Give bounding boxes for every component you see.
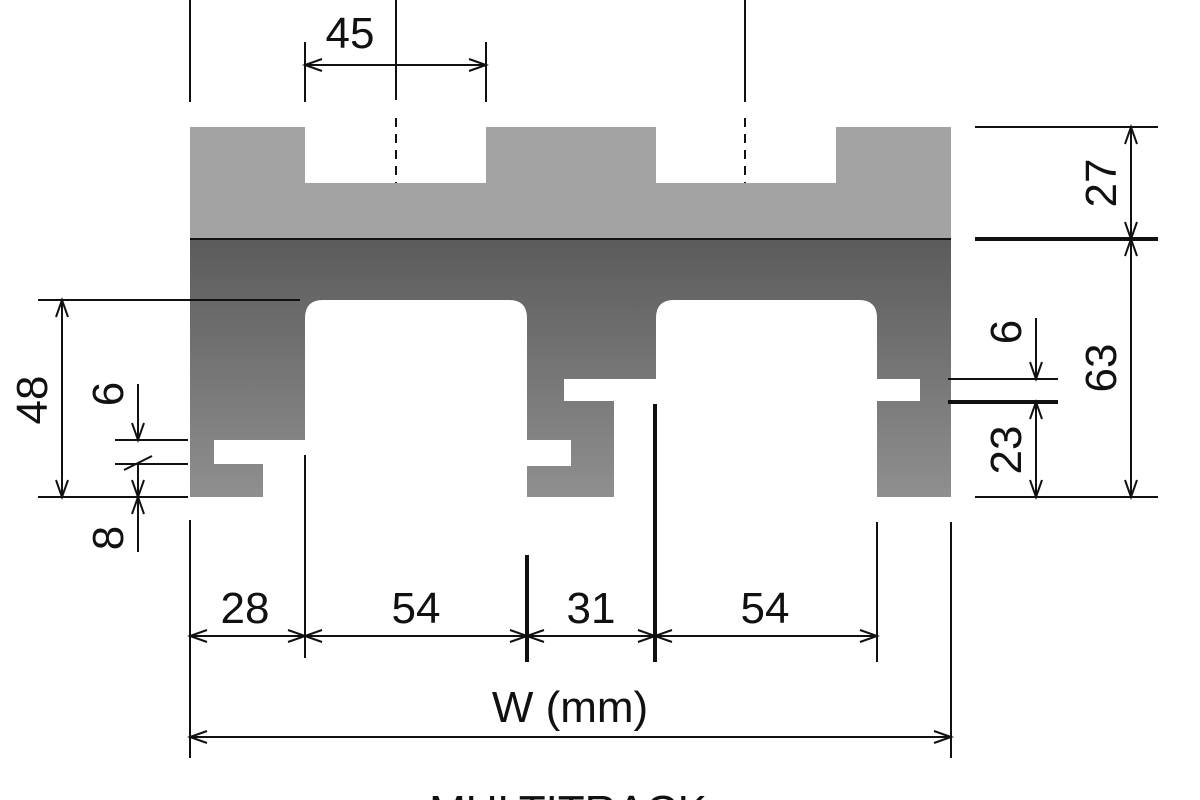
lower-body bbox=[190, 239, 951, 497]
dim-seg-1: 28 bbox=[221, 584, 270, 633]
dim-left-hook-gap: 6 bbox=[84, 382, 133, 406]
dim-left-height: 48 bbox=[8, 376, 57, 425]
dim-right-hook-gap: 6 bbox=[982, 320, 1031, 344]
dim-seg-3: 31 bbox=[567, 584, 616, 633]
upper-body bbox=[190, 127, 951, 239]
arrow-right-hook-top bbox=[1029, 398, 1043, 420]
arrow-right-hook-gap bbox=[1029, 361, 1043, 383]
arrow-upper-top bbox=[1124, 123, 1138, 145]
dim-tick-left-hook bbox=[123, 455, 153, 471]
arrow-slot-right bbox=[468, 58, 490, 72]
dim-lower-height: 63 bbox=[1077, 344, 1126, 393]
arrow-overall-left bbox=[186, 730, 208, 744]
arrow-left-top bbox=[55, 296, 69, 318]
arrow-lower-top bbox=[1124, 235, 1138, 257]
arrow-seg4-left bbox=[651, 629, 673, 643]
dim-left-hook-bottom: 8 bbox=[84, 526, 133, 550]
arrow-left-bottom bbox=[55, 479, 69, 501]
dim-seg-4: 54 bbox=[741, 584, 790, 633]
arrow-seg4-right bbox=[859, 629, 881, 643]
arrow-seg2-left bbox=[301, 629, 323, 643]
dim-seg-2: 54 bbox=[392, 584, 441, 633]
dim-slot-width: 45 bbox=[326, 9, 375, 58]
arrow-right-hook-bottom bbox=[1029, 479, 1043, 501]
dim-right-hook-height: 23 bbox=[982, 426, 1031, 475]
arrow-left-hook-gap bbox=[131, 422, 145, 444]
arrow-seg1-left bbox=[186, 629, 208, 643]
arrow-overall-right bbox=[933, 730, 955, 744]
arrow-seg3-left bbox=[523, 629, 545, 643]
arrow-left-hook-up bbox=[131, 493, 145, 515]
dim-overall-width: W (mm) bbox=[492, 683, 648, 732]
arrow-lower-bottom bbox=[1124, 479, 1138, 501]
dim-upper-height: 27 bbox=[1077, 159, 1126, 208]
arrow-slot-left bbox=[301, 58, 323, 72]
caption-title: MULTITRACK bbox=[429, 787, 707, 800]
